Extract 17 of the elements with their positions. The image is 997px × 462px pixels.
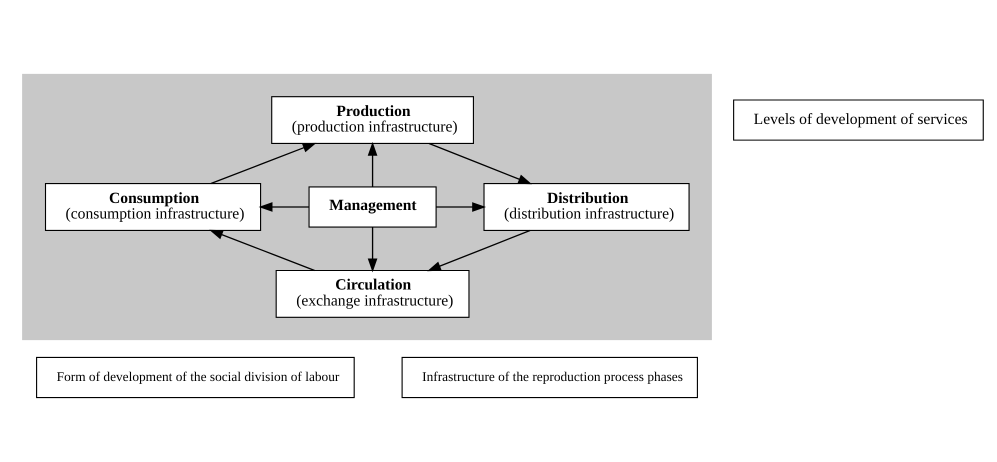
node-box: Infrastructure of the reproduction process phases — [402, 356, 698, 398]
node-box: Form of development of the social division of labour — [36, 356, 355, 398]
arrow — [428, 142, 532, 184]
arrow — [427, 229, 530, 271]
node-box: Production (production infrastructure) — [271, 96, 474, 144]
node-box: Levels of development of services — [733, 98, 984, 140]
arrow — [210, 142, 316, 184]
arrow — [258, 202, 309, 212]
arrow — [436, 202, 486, 212]
arrow — [368, 226, 378, 272]
arrow — [368, 141, 378, 186]
node-box: Management — [308, 186, 437, 228]
arrow — [209, 229, 315, 271]
cluster — [22, 73, 712, 340]
node-box: Distribution (distribution infrastructure) — [483, 182, 690, 230]
node-box: Consumption (consumption infrastructure) — [44, 182, 262, 230]
node-box: Circulation (exchange infrastructure) — [276, 269, 470, 318]
